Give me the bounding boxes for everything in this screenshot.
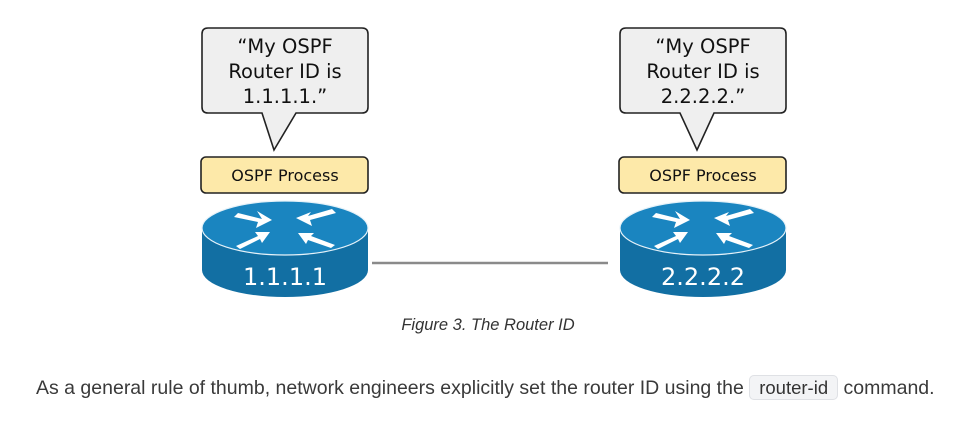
- bubble-right-line-3: 2.2.2.2.”: [661, 85, 746, 108]
- ospf-router-id-diagram: “My OSPF Router ID is 1.1.1.1.” OSPF Pro…: [200, 27, 787, 297]
- bubble-right-line-1: “My OSPF: [655, 35, 750, 58]
- inline-code-router-id: router-id: [749, 375, 839, 400]
- router-icon-right: 2.2.2.2: [619, 200, 787, 297]
- speech-bubble-left: [201, 27, 369, 152]
- router-arrows-icon: [234, 209, 336, 249]
- figure-caption: Figure 3. The Router ID: [401, 316, 575, 334]
- router-arrows-icon: [652, 209, 754, 249]
- router-icon-left: 1.1.1.1: [201, 200, 369, 297]
- body-paragraph: As a general rule of thumb, network engi…: [36, 372, 936, 404]
- paragraph-text-after: command.: [838, 377, 935, 399]
- paragraph-text-before: As a general rule of thumb, network engi…: [36, 377, 750, 399]
- router-label-right: 2.2.2.2: [661, 263, 745, 291]
- ospf-process-label-right: OSPF Process: [649, 166, 756, 185]
- bubble-left-line-2: Router ID is: [228, 60, 341, 83]
- ospf-process-label-left: OSPF Process: [231, 166, 338, 185]
- speech-bubble-right: [619, 27, 787, 152]
- bubble-right-line-2: Router ID is: [646, 60, 759, 83]
- right-node: “My OSPF Router ID is 2.2.2.2.” OSPF Pro…: [618, 27, 787, 297]
- router-label-left: 1.1.1.1: [243, 263, 327, 291]
- bubble-left-line-3: 1.1.1.1.”: [243, 85, 328, 108]
- bubble-left-line-1: “My OSPF: [237, 35, 332, 58]
- ospf-process-box-left: [200, 156, 369, 194]
- left-node: “My OSPF Router ID is 1.1.1.1.” OSPF Pro…: [200, 27, 369, 297]
- ospf-process-box-right: [618, 156, 787, 194]
